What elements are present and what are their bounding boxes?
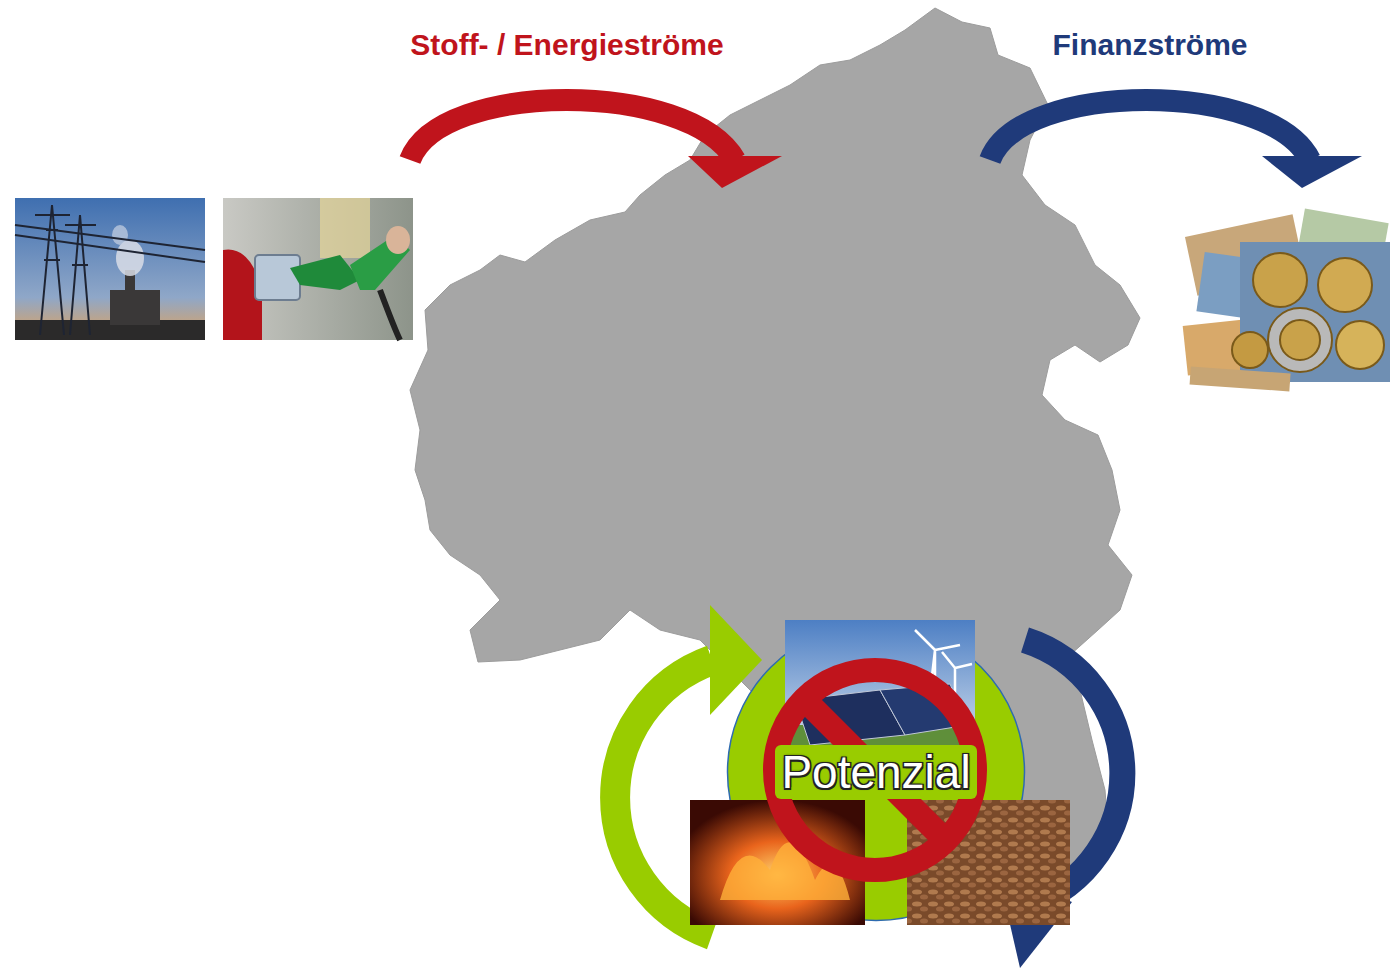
fuel-pump-photo bbox=[223, 198, 413, 340]
power-plant-photo bbox=[15, 198, 205, 340]
flow-heading: Stoff- / Energieströme bbox=[410, 28, 723, 62]
node-label: Potenzial bbox=[775, 745, 976, 799]
state-map bbox=[410, 8, 1140, 880]
finance-flow-arrow bbox=[990, 100, 1362, 188]
prohibition-sign bbox=[775, 670, 975, 870]
money-photo bbox=[1183, 208, 1390, 391]
flow-heading: Finanzströme bbox=[1052, 28, 1247, 62]
energy-flow-arrow bbox=[410, 100, 782, 188]
